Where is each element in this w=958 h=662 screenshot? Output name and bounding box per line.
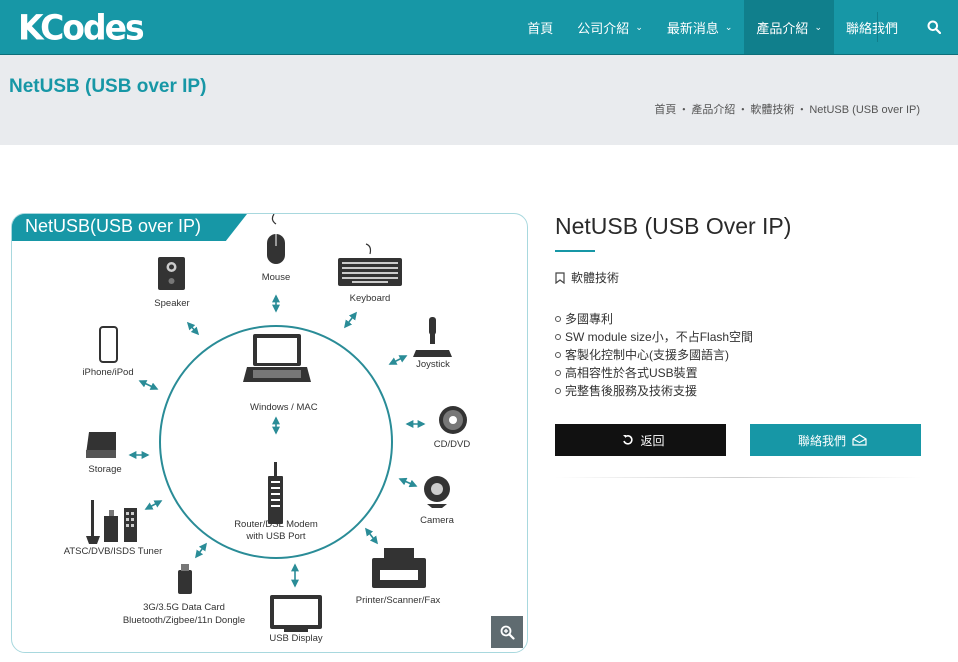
bullet-icon <box>555 370 561 376</box>
nav-item-about[interactable]: 公司介紹 ⌄ <box>565 0 655 54</box>
label-tuner: ATSC/DVB/ISDS Tuner <box>63 546 163 557</box>
label-display: USB Display <box>269 633 323 644</box>
list-item: SW module size小，不占Flash空間 <box>555 328 753 346</box>
bullet-icon <box>555 352 561 358</box>
main-nav: 首頁 公司介紹 ⌄ 最新消息 ⌄ 產品介紹 ⌄ 聯絡我們 <box>515 0 958 54</box>
list-item: 多國專利 <box>555 310 753 328</box>
breadcrumb: 首頁・產品介紹・軟體技術・NetUSB (USB over IP) <box>652 101 920 117</box>
feature-text: SW module size小，不占Flash空間 <box>565 330 754 344</box>
breadcrumb-sep: ・ <box>737 104 749 116</box>
contact-button[interactable]: 聯絡我們 <box>750 424 921 456</box>
chevron-down-icon: ⌄ <box>814 21 822 32</box>
chevron-down-icon: ⌄ <box>635 21 643 32</box>
feature-text: 高相容性於各式USB裝置 <box>565 366 698 380</box>
product-category[interactable]: 軟體技術 <box>555 269 619 286</box>
zoom-button[interactable] <box>491 616 523 648</box>
bullet-icon <box>555 316 561 322</box>
nav-item-home[interactable]: 首頁 <box>515 0 565 54</box>
nav-item-contact[interactable]: 聯絡我們 <box>834 0 910 54</box>
search-icon <box>927 20 941 34</box>
nav-label: 聯絡我們 <box>845 20 898 36</box>
breadcrumb-sep: ・ <box>678 104 690 116</box>
top-navbar: KCodes 首頁 公司介紹 ⌄ 最新消息 ⌄ 產品介紹 ⌄ 聯絡我們 <box>0 0 958 55</box>
product-diagram[interactable]: NetUSB(USB over IP) Windows / MAC Router… <box>11 213 528 653</box>
feature-text: 完整售後服務及技術支援 <box>565 384 698 398</box>
nav-label: 公司介紹 <box>577 20 630 36</box>
bookmark-icon <box>555 271 565 284</box>
envelope-icon <box>852 434 867 446</box>
list-item: 客製化控制中心(支援多國語言) <box>555 346 753 364</box>
breadcrumb-current: NetUSB (USB over IP) <box>809 104 920 116</box>
nav-item-news[interactable]: 最新消息 ⌄ <box>655 0 745 54</box>
search-button[interactable] <box>910 0 958 54</box>
label-joystick: Joystick <box>416 359 450 370</box>
label-cddvd: CD/DVD <box>433 439 471 450</box>
undo-icon <box>623 435 634 445</box>
feature-text: 客製化控制中心(支援多國語言) <box>565 348 729 362</box>
page-title-bar: NetUSB (USB over IP) 首頁・產品介紹・軟體技術・NetUSB… <box>0 55 958 145</box>
laptop-graphic <box>243 334 311 382</box>
label-speaker: Speaker <box>154 298 190 309</box>
divider <box>555 477 921 478</box>
label-printer: Printer/Scanner/Fax <box>355 595 441 606</box>
nav-label: 產品介紹 <box>756 20 809 36</box>
site-logo[interactable]: KCodes <box>18 7 145 48</box>
contact-label: 聯絡我們 <box>797 433 846 448</box>
label-mouse: Mouse <box>261 272 291 283</box>
label-storage: Storage <box>88 464 122 475</box>
breadcrumb-home[interactable]: 首頁 <box>654 104 677 116</box>
breadcrumb-sep: ・ <box>796 104 808 116</box>
back-button[interactable]: 返回 <box>555 424 726 456</box>
label-camera: Camera <box>420 515 454 526</box>
label-router-2: with USB Port <box>246 531 306 542</box>
label-datacard-1: 3G/3.5G Data Card <box>143 602 225 613</box>
nav-label: 首頁 <box>527 20 554 36</box>
title-underline <box>555 250 595 252</box>
nav-item-products[interactable]: 產品介紹 ⌄ <box>744 0 834 54</box>
chevron-down-icon: ⌄ <box>724 21 733 32</box>
bullet-icon <box>555 334 561 340</box>
label-windows-mac: Windows / MAC <box>250 402 318 413</box>
list-item: 高相容性於各式USB裝置 <box>555 364 753 382</box>
label-datacard-2: Bluetooth/Zigbee/11n Dongle <box>122 615 246 626</box>
label-iphone: iPhone/iPod <box>82 367 134 378</box>
page-title: NetUSB (USB over IP) <box>9 76 207 97</box>
back-label: 返回 <box>640 433 665 448</box>
diagram-graphic <box>86 214 467 632</box>
label-keyboard: Keyboard <box>349 293 391 304</box>
category-label: 軟體技術 <box>571 271 620 285</box>
feature-text: 多國專利 <box>565 312 614 326</box>
diagram-tag: NetUSB(USB over IP) <box>12 214 247 241</box>
bullet-icon <box>555 388 561 394</box>
nav-label: 最新消息 <box>666 20 719 36</box>
zoom-in-icon <box>500 625 515 640</box>
list-item: 完整售後服務及技術支援 <box>555 382 753 400</box>
nav-divider <box>877 12 878 42</box>
label-router-1: Router/DSL Modem <box>234 519 318 530</box>
breadcrumb-software[interactable]: 軟體技術 <box>750 104 795 116</box>
breadcrumb-products[interactable]: 產品介紹 <box>691 104 736 116</box>
feature-list: 多國專利 SW module size小，不占Flash空間 客製化控制中心(支… <box>555 310 753 400</box>
product-title: NetUSB (USB Over IP) <box>555 213 792 239</box>
